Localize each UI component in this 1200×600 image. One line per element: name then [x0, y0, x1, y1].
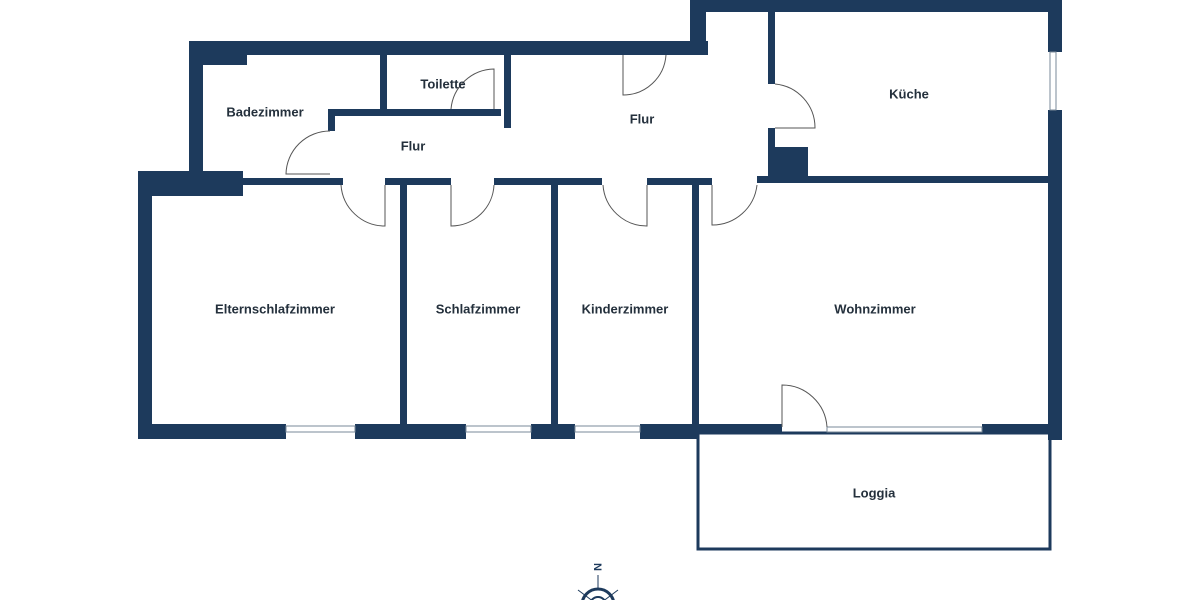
- room-label-flur-2: Flur: [629, 111, 655, 127]
- room-label-kinderzimmer: Kinderzimmer: [581, 301, 669, 317]
- room-label-toilette: Toilette: [420, 76, 466, 92]
- compass-icon: [577, 575, 619, 600]
- room-label-wohnzimmer: Wohnzimmer: [834, 301, 916, 317]
- doors: [285, 54, 828, 428]
- compass-north-label: N: [591, 563, 603, 571]
- room-label-loggia: Loggia: [852, 485, 896, 501]
- room-label-elternschlafzimmer: Elternschlafzimmer: [215, 301, 335, 317]
- outer-walls: [138, 0, 1062, 440]
- room-label-schlafzimmer: Schlafzimmer: [435, 301, 521, 317]
- interior-walls: [243, 12, 1052, 551]
- room-label-badezimmer: Badezimmer: [226, 104, 304, 120]
- windows: [285, 51, 1057, 433]
- room-label-flur-1: Flur: [400, 138, 426, 154]
- room-label-kueche: Küche: [889, 86, 929, 102]
